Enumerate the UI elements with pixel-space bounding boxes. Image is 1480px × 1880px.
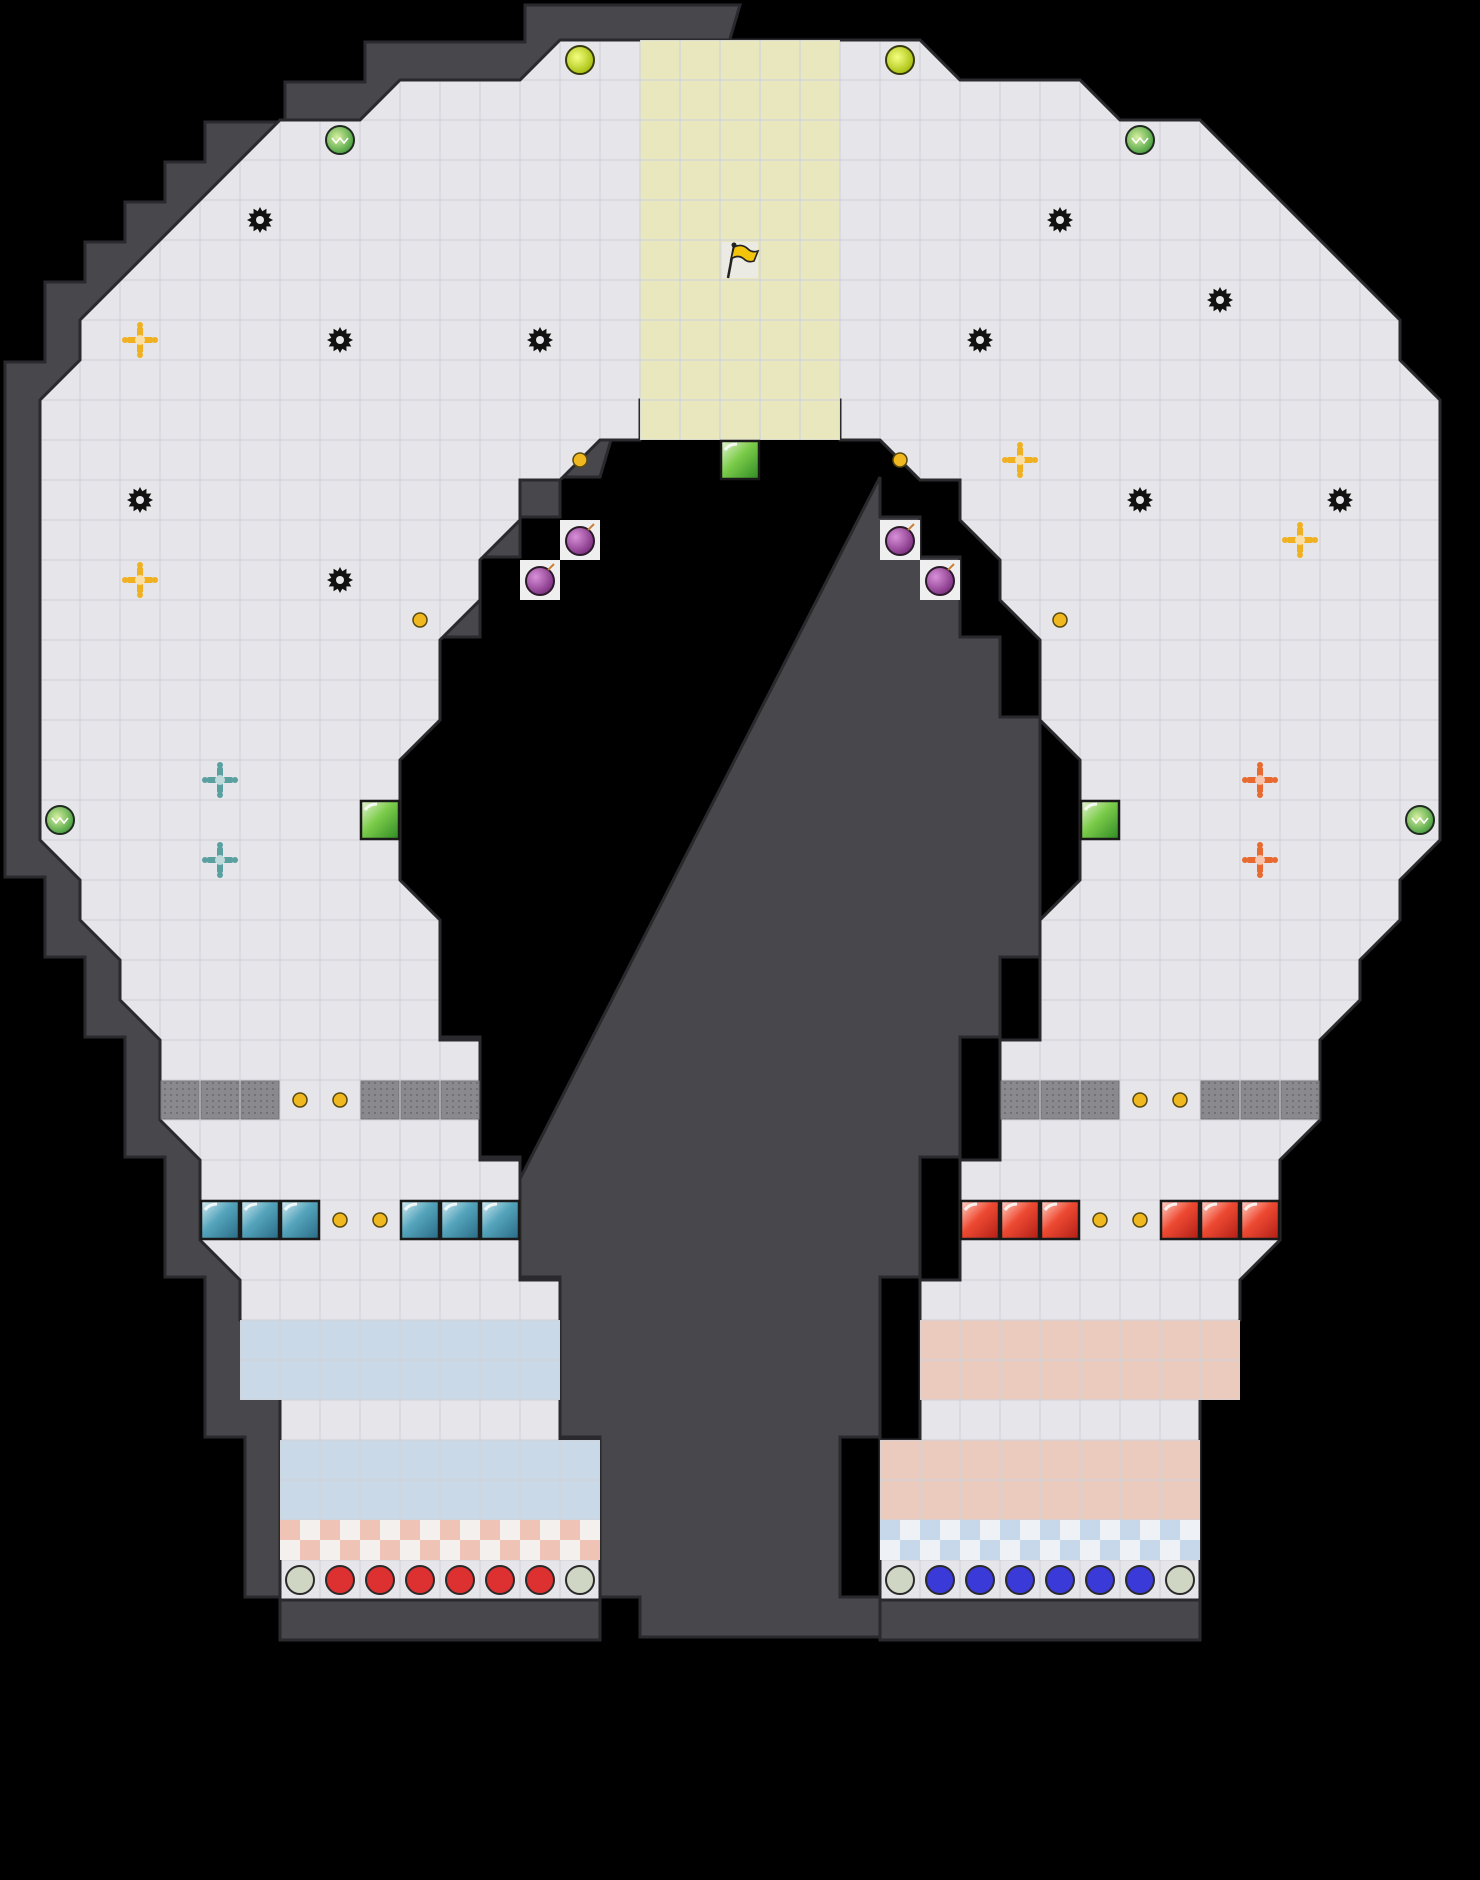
ball-icon[interactable] xyxy=(1125,1565,1155,1595)
gate-icon[interactable] xyxy=(359,799,401,841)
grate-tile xyxy=(440,1080,480,1120)
grate-tile xyxy=(1280,1080,1320,1120)
bomb-icon[interactable] xyxy=(880,520,920,560)
object-layer[interactable] xyxy=(45,45,1435,1595)
powerup-icon[interactable] xyxy=(1242,842,1278,878)
boost-icon[interactable] xyxy=(565,45,595,75)
ball-icon[interactable] xyxy=(405,1565,435,1595)
gate-icon[interactable] xyxy=(239,1199,281,1241)
gate-icon[interactable] xyxy=(1239,1199,1281,1241)
ball-icon[interactable] xyxy=(925,1565,955,1595)
ball-icon[interactable] xyxy=(1045,1565,1075,1595)
grate-tile xyxy=(240,1080,280,1120)
red-checker-strip xyxy=(280,1520,600,1560)
powerup-icon[interactable] xyxy=(202,762,238,798)
gate-icon[interactable] xyxy=(999,1199,1041,1241)
powerup-icon[interactable] xyxy=(1002,442,1038,478)
bomb-icon[interactable] xyxy=(920,560,960,600)
gate-icon[interactable] xyxy=(439,1199,481,1241)
spike-icon xyxy=(327,567,353,593)
spike-icon xyxy=(1207,287,1233,313)
powerup-icon[interactable] xyxy=(1282,522,1318,558)
zone-layer xyxy=(160,40,1320,1560)
spike-icon xyxy=(967,327,993,353)
ball-icon[interactable] xyxy=(965,1565,995,1595)
powerup-icon[interactable] xyxy=(122,322,158,358)
gate-icon[interactable] xyxy=(1159,1199,1201,1241)
gate-icon[interactable] xyxy=(719,439,761,481)
ball-icon[interactable] xyxy=(1005,1565,1035,1595)
grate-tile xyxy=(1040,1080,1080,1120)
token-icon[interactable] xyxy=(1132,1092,1148,1108)
grate-tile xyxy=(160,1080,200,1120)
token-icon[interactable] xyxy=(1092,1212,1108,1228)
gate-icon[interactable] xyxy=(959,1199,1001,1241)
gate-icon[interactable] xyxy=(1199,1199,1241,1241)
spike-icon xyxy=(1327,487,1353,513)
token-icon[interactable] xyxy=(332,1212,348,1228)
blue-zone-lower-grid xyxy=(280,1440,600,1520)
portal-icon[interactable] xyxy=(1125,125,1155,155)
flag-icon[interactable] xyxy=(722,242,760,279)
token-icon[interactable] xyxy=(1132,1212,1148,1228)
grate-tile xyxy=(1080,1080,1120,1120)
gate-icon[interactable] xyxy=(279,1199,321,1241)
gate-icon[interactable] xyxy=(1079,799,1121,841)
blue-checker-strip xyxy=(880,1520,1200,1560)
boost-icon[interactable] xyxy=(885,45,915,75)
portal-icon[interactable] xyxy=(325,125,355,155)
spike-icon xyxy=(1047,207,1073,233)
gate-icon[interactable] xyxy=(1039,1199,1081,1241)
spike-icon xyxy=(527,327,553,353)
grate-tile xyxy=(1240,1080,1280,1120)
ball-icon[interactable] xyxy=(485,1565,515,1595)
ball-icon[interactable] xyxy=(285,1565,315,1595)
token-icon[interactable] xyxy=(372,1212,388,1228)
spike-icon xyxy=(327,327,353,353)
gate-icon[interactable] xyxy=(199,1199,241,1241)
gate-icon[interactable] xyxy=(479,1199,521,1241)
red-zone-upper-grid xyxy=(920,1320,1240,1400)
bomb-icon[interactable] xyxy=(520,560,560,600)
token-icon[interactable] xyxy=(892,452,908,468)
spike-icon xyxy=(247,207,273,233)
portal-icon[interactable] xyxy=(1405,805,1435,835)
token-icon[interactable] xyxy=(1052,612,1068,628)
powerup-icon[interactable] xyxy=(202,842,238,878)
token-icon[interactable] xyxy=(292,1092,308,1108)
token-icon[interactable] xyxy=(1172,1092,1188,1108)
grate-tile xyxy=(1000,1080,1040,1120)
token-icon[interactable] xyxy=(572,452,588,468)
ball-icon[interactable] xyxy=(1165,1565,1195,1595)
ball-icon[interactable] xyxy=(445,1565,475,1595)
portal-icon[interactable] xyxy=(45,805,75,835)
gate-icon[interactable] xyxy=(399,1199,441,1241)
spike-icon xyxy=(1127,487,1153,513)
ball-icon[interactable] xyxy=(365,1565,395,1595)
ball-icon[interactable] xyxy=(885,1565,915,1595)
powerup-icon[interactable] xyxy=(1242,762,1278,798)
grate-tile xyxy=(400,1080,440,1120)
end-zone-grid xyxy=(640,40,840,440)
blue-zone-upper-grid xyxy=(240,1320,560,1400)
grate-tile xyxy=(1200,1080,1240,1120)
spawn-wall-right xyxy=(878,1598,1202,1642)
token-icon[interactable] xyxy=(412,612,428,628)
red-zone-lower-grid xyxy=(880,1440,1200,1520)
bomb-icon[interactable] xyxy=(560,520,600,560)
ball-icon[interactable] xyxy=(325,1565,355,1595)
ball-icon[interactable] xyxy=(525,1565,555,1595)
spike-icon xyxy=(127,487,153,513)
powerup-icon[interactable] xyxy=(122,562,158,598)
spawn-wall-left xyxy=(278,1598,602,1642)
grate-tile xyxy=(360,1080,400,1120)
ball-icon[interactable] xyxy=(1085,1565,1115,1595)
grate-tile xyxy=(200,1080,240,1120)
ball-icon[interactable] xyxy=(565,1565,595,1595)
token-icon[interactable] xyxy=(332,1092,348,1108)
